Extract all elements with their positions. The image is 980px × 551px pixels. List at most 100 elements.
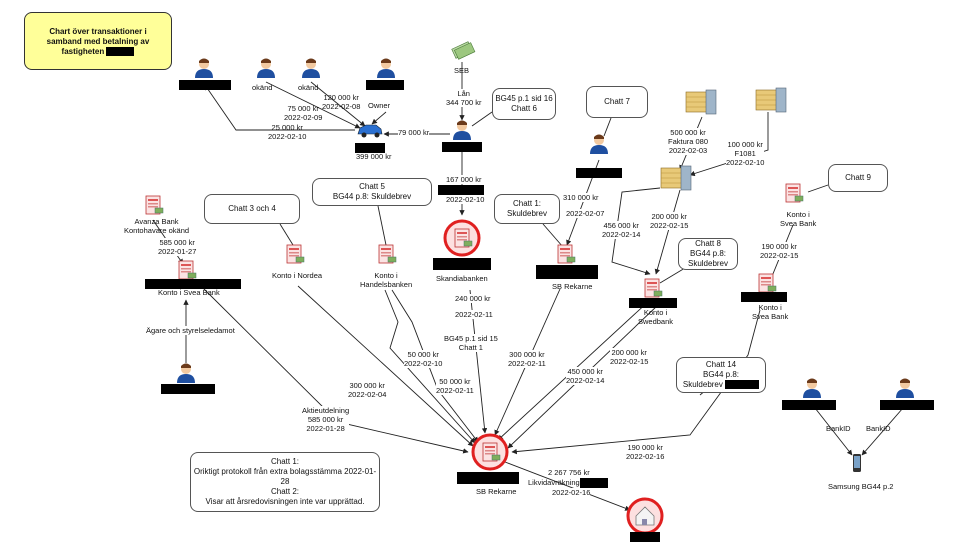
node-label-swedbank: Konto i Swedbank bbox=[638, 308, 673, 326]
label-line: 2022-02-11 bbox=[436, 386, 474, 395]
node-label-skandia: Skandiabanken bbox=[436, 274, 488, 283]
label-line: 2022-02-03 bbox=[668, 146, 708, 155]
node-label-svea-right-top: Konto i Svea Bank bbox=[780, 210, 816, 228]
redacted-name bbox=[457, 472, 519, 484]
label-line: 456 000 kr bbox=[603, 221, 639, 230]
person-icon-chatt7 bbox=[590, 134, 608, 154]
label-line: 200 000 kr bbox=[611, 348, 647, 357]
node-label-okand1: okänd bbox=[252, 83, 273, 92]
edge-label-50000a: 50 000 kr 2022-02-10 bbox=[404, 350, 443, 368]
house-icon-highlight bbox=[626, 497, 664, 535]
edge-label-310000: 310 000 kr bbox=[563, 193, 599, 202]
chatt14-box: Chatt 14 BG44 p.8: Skuldebrev bbox=[676, 357, 766, 393]
edge-chatt7-link bbox=[603, 117, 612, 137]
bank-icon-handelsbanken bbox=[378, 244, 397, 264]
title-line-2: samband med betalning av bbox=[46, 37, 150, 46]
box-line: Chatt 5 bbox=[359, 182, 385, 191]
node-label-owner: Owner bbox=[368, 101, 391, 110]
chatt3och4-box: Chatt 3 och 4 bbox=[204, 194, 300, 224]
edge-label-120000: 120 000 kr 2022-02-08 bbox=[322, 93, 360, 111]
car-icon bbox=[357, 124, 383, 138]
label-line: Svea Bank bbox=[752, 312, 789, 321]
label-line: 200 000 kr bbox=[651, 212, 687, 221]
bank-icon-avanza bbox=[145, 195, 164, 215]
edge-label-190000a: 190 000 kr 2022-02-15 bbox=[760, 242, 799, 260]
bank-icon-svea-right bbox=[758, 273, 777, 293]
redacted-name bbox=[161, 384, 215, 394]
node-label-svea-left: Konto i Svea Bank bbox=[158, 288, 220, 297]
edge-label-167000-date: 2022-02-10 bbox=[446, 195, 485, 204]
redacted-name bbox=[580, 478, 608, 488]
label-line: Lån bbox=[457, 89, 470, 98]
chatt8-box: Chatt 8 BG44 p.8: Skuldebrev bbox=[678, 238, 738, 270]
edge-chatt1-link bbox=[542, 223, 564, 248]
person-icon-bankid1 bbox=[803, 378, 821, 398]
building-icon-1 bbox=[685, 89, 717, 115]
label-line: BG45 p.1 sid 15 bbox=[444, 334, 498, 343]
label-line: 2022-02-10 bbox=[268, 132, 307, 141]
label-line: 75 000 kr bbox=[287, 104, 319, 113]
edge-label-167000: 167 000 kr bbox=[446, 175, 482, 184]
box-line: BG44 p.8: bbox=[689, 249, 727, 258]
node-label-svea-right: Konto i Svea Bank bbox=[752, 303, 788, 321]
redacted-name bbox=[433, 258, 491, 270]
label-line: 585 000 kr bbox=[307, 415, 344, 424]
box-line: BG44 p.8: bbox=[702, 370, 740, 379]
label-line: 100 000 kr bbox=[727, 140, 763, 149]
building-icon-stack bbox=[660, 165, 692, 191]
person-icon-okand1 bbox=[257, 58, 275, 78]
phone-icon-samsung bbox=[853, 454, 861, 472]
box-line: Chatt 7 bbox=[604, 97, 630, 106]
label-line: 585 000 kr bbox=[159, 238, 195, 247]
label-line: 120 000 kr bbox=[323, 93, 359, 102]
label-line: Swedbank bbox=[638, 317, 674, 326]
chatt6-box: BG45 p.1 sid 16 Chatt 6 bbox=[492, 88, 556, 120]
label-line: 450 000 kr bbox=[567, 367, 603, 376]
edge-label-79000: 79 000 kr bbox=[398, 128, 430, 137]
node-label-seb: SEB bbox=[454, 66, 470, 75]
label-line: 190 000 kr bbox=[761, 242, 797, 251]
edge-label-300000a: 300 000 kr 2022-02-11 bbox=[508, 350, 546, 368]
edge-person-bankid1 bbox=[814, 407, 853, 456]
redacted-name bbox=[438, 185, 484, 195]
node-label-car-value: 399 000 kr bbox=[356, 152, 392, 161]
edge-chatt6-link bbox=[471, 111, 493, 127]
label-line: Handelsbanken bbox=[360, 280, 413, 289]
edge-label-2267756-date: 2022-02-16 bbox=[552, 488, 591, 497]
label-line: Konto i bbox=[758, 303, 782, 312]
bank-icon-swedbank bbox=[644, 278, 663, 298]
label-line: 2022-02-08 bbox=[322, 102, 361, 111]
bank-icon-sbrekarne-hub-highlight bbox=[471, 433, 509, 471]
edge-label-450000: 450 000 kr 2022-02-14 bbox=[566, 367, 605, 385]
label-line: 2022-02-10 bbox=[726, 158, 765, 167]
redacted-name bbox=[880, 400, 934, 410]
box-line: Chatt 9 bbox=[845, 173, 871, 182]
edge-label-200000a: 200 000 kr 2022-02-15 bbox=[650, 212, 689, 230]
label-line: 2022-02-14 bbox=[602, 230, 641, 239]
label-line: 2022-02-10 bbox=[404, 359, 443, 368]
redacted-name bbox=[179, 80, 231, 90]
edge-nordea-to-hub bbox=[297, 285, 474, 447]
node-label-sbrekarne-hub: SB Rekarne bbox=[476, 487, 517, 496]
edge-label-bg45: BG45 p.1 sid 15 Chatt 1 bbox=[444, 334, 498, 352]
edge-label-25000: 25 000 kr 2022-02-10 bbox=[268, 123, 306, 141]
label-line: 2022-02-15 bbox=[650, 221, 689, 230]
person-icon-owner bbox=[377, 58, 395, 78]
label-line: 2022-02-11 bbox=[508, 359, 546, 368]
label-line: Konto i bbox=[374, 271, 398, 280]
box-line: Skuldebrev bbox=[682, 380, 723, 389]
redacted-name bbox=[741, 292, 787, 302]
edge-stack-to-swedbank-b bbox=[654, 189, 681, 275]
bank-icon-svea-left bbox=[178, 260, 197, 280]
edge-label-240000-date: 2022-02-11 bbox=[455, 310, 493, 319]
edge-label-75000: 75 000 kr 2022-02-09 bbox=[284, 104, 322, 122]
chatt5-box: Chatt 5 BG44 p.8: Skuldebrev bbox=[312, 178, 432, 206]
edge-label-50000b: 50 000 kr 2022-02-11 bbox=[436, 377, 474, 395]
edge-label-aktieutdelning: Aktieutdelning 585 000 kr 2022-01-28 bbox=[302, 406, 350, 433]
redacted-name bbox=[536, 265, 598, 279]
edge-label-500000: 500 000 kr Faktura 080 2022-02-03 bbox=[668, 128, 709, 155]
box-line: Chatt 3 och 4 bbox=[228, 204, 276, 213]
money-icon-seb bbox=[451, 41, 476, 60]
